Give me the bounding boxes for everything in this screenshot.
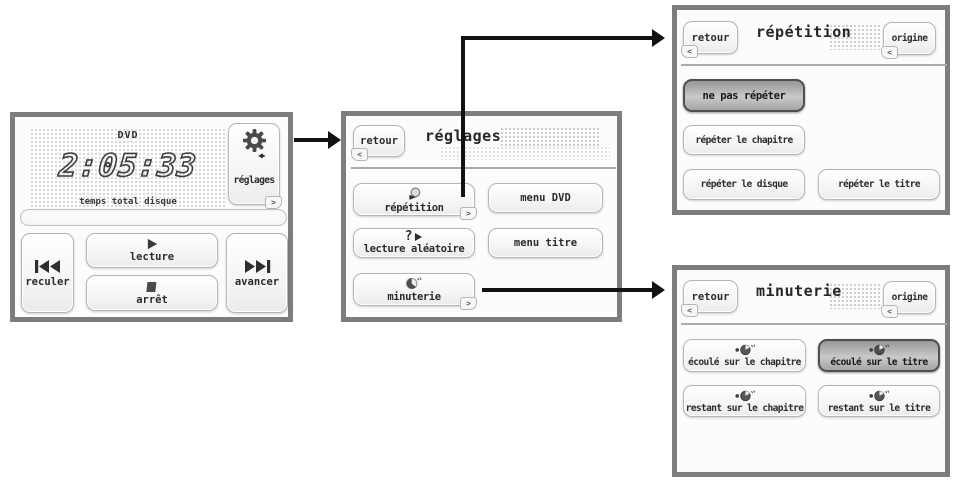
header-divider [351, 167, 616, 169]
forward-button[interactable]: avancer [226, 233, 288, 313]
forward-label: avancer [234, 276, 280, 288]
flow-arrow-settings-to-timer [482, 288, 653, 292]
flow-arrow-repeat-horizontal [461, 36, 653, 40]
rewind-button[interactable]: reculer [21, 233, 74, 313]
elapsed-time-value: 2:05:33 [57, 147, 199, 185]
option-repeat-disc[interactable]: répéter le disque [683, 169, 805, 200]
shuffle-button[interactable]: ? lecture aléatoire [353, 228, 475, 258]
stopwatch-icon [732, 389, 758, 402]
back-button[interactable]: retour < [681, 21, 738, 58]
header-dots-texture [829, 283, 881, 309]
header-dots-texture [440, 146, 610, 160]
time-display: DVD 2:05:33 temps total disque [30, 128, 226, 209]
stopwatch-icon [866, 343, 892, 356]
home-button[interactable]: origine < [881, 22, 936, 59]
back-tab-icon: < [351, 148, 368, 161]
stop-icon [146, 281, 158, 293]
forward-tab-icon: > [460, 297, 477, 310]
settings-button-label: réglages [233, 175, 276, 186]
shuffle-icon: ? [405, 230, 424, 243]
timer-icon [405, 277, 423, 290]
page-title: minuterie [756, 282, 842, 300]
back-label: retour [691, 31, 730, 44]
stopwatch-icon [732, 343, 758, 356]
flow-arrow-repeat-vertical [461, 37, 465, 197]
option-repeat-title[interactable]: répéter le titre [818, 169, 940, 200]
time-caption: temps total disque [79, 197, 177, 207]
flow-arrowhead-settings-to-timer [652, 281, 665, 299]
progress-bar [20, 209, 287, 226]
flow-arrowhead-settings-to-repeat [652, 29, 665, 47]
forward-tab-icon: > [460, 207, 477, 220]
forward-tab-icon: > [265, 196, 282, 209]
timer-menu-label: minuterie [387, 291, 441, 303]
repeat-screen-panel: retour < répétition origine < ne pas rép… [672, 5, 950, 215]
settings-screen-panel: retour < réglages répétition > menu DVD [341, 111, 622, 322]
option-no-repeat[interactable]: ne pas répéter [683, 79, 805, 112]
next-track-icon [243, 258, 271, 275]
back-label: retour [360, 135, 398, 147]
previous-track-icon [34, 258, 62, 275]
dvd-screen-panel: DVD 2:05:33 temps total disque [10, 112, 293, 322]
page-title: répétition [756, 23, 852, 41]
menu-dvd-label: menu DVD [520, 192, 571, 204]
stopwatch-icon [866, 389, 892, 402]
back-label: retour [691, 290, 730, 303]
play-button[interactable]: lecture [86, 233, 218, 268]
repeat-icon [406, 187, 423, 201]
option-remaining-chapter[interactable]: restant sur le chapitre [683, 385, 806, 417]
menu-dvd-button[interactable]: menu DVD [488, 183, 603, 213]
back-tab-icon: < [881, 305, 898, 318]
flow-arrowhead-dvd-to-settings [328, 131, 341, 149]
home-label: origine [891, 33, 928, 44]
gear-icon [242, 128, 267, 153]
option-repeat-chapter[interactable]: répéter le chapitre [683, 125, 805, 155]
header-divider [681, 64, 947, 66]
home-button[interactable]: origine < [881, 281, 936, 318]
source-label: DVD [117, 130, 139, 141]
back-tab-icon: < [681, 304, 698, 317]
settings-button[interactable]: ◀▶ réglages > [228, 123, 282, 209]
timer-menu-button[interactable]: minuterie > [353, 273, 477, 310]
rewind-label: reculer [25, 276, 70, 288]
header-divider [681, 323, 947, 325]
timer-screen-panel: retour < minuterie origine < [672, 265, 950, 477]
repeat-menu-button[interactable]: répétition > [353, 183, 477, 220]
flow-arrow-dvd-to-settings [294, 138, 328, 142]
back-button[interactable]: retour < [351, 125, 405, 161]
stop-label: arrêt [136, 293, 168, 306]
repeat-menu-label: répétition [384, 201, 444, 214]
left-right-arrows-icon: ◀▶ [258, 151, 266, 160]
option-elapsed-title[interactable]: écoulé sur le titre [818, 339, 940, 372]
back-tab-icon: < [881, 46, 898, 59]
option-remaining-title[interactable]: restant sur le titre [818, 385, 940, 417]
menu-title-label: menu titre [513, 237, 578, 249]
header-dots-texture [500, 127, 600, 146]
play-label: lecture [129, 251, 175, 263]
back-tab-icon: < [681, 45, 698, 58]
play-icon [146, 238, 158, 250]
back-button[interactable]: retour < [681, 280, 738, 317]
shuffle-label: lecture aléatoire [363, 242, 465, 255]
option-elapsed-chapter[interactable]: écoulé sur le chapitre [683, 339, 806, 372]
menu-title-button[interactable]: menu titre [488, 228, 603, 258]
home-label: origine [891, 292, 928, 303]
stop-button[interactable]: arrêt [86, 275, 218, 311]
header-dots-texture [829, 24, 881, 50]
